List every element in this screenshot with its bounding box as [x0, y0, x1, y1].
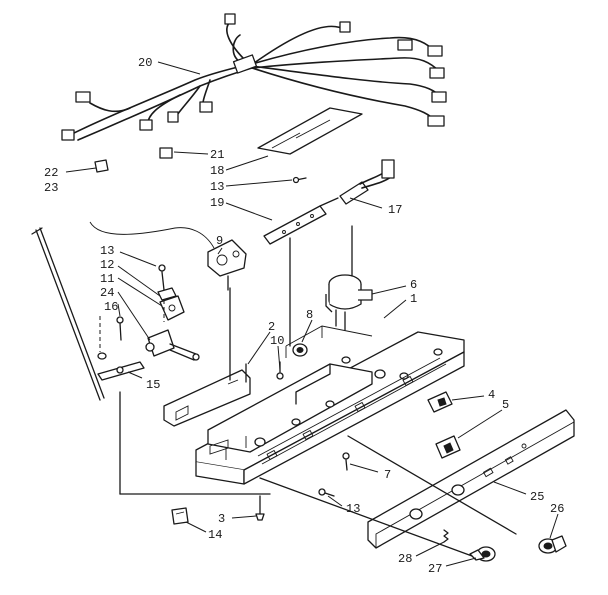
- clip-15: [97, 352, 145, 381]
- callout-5: 5: [502, 398, 509, 412]
- relay-6: [325, 274, 373, 331]
- knob-27: [469, 546, 496, 562]
- callout-10: 10: [270, 334, 284, 348]
- callout-3: 3: [218, 512, 225, 526]
- wire-harness: [61, 13, 447, 141]
- callout-23: 23: [44, 181, 58, 195]
- callout-24: 24: [100, 286, 114, 300]
- screw-nut-bracket: [157, 264, 185, 321]
- callout-17: 17: [388, 203, 402, 217]
- rod-23: [31, 159, 109, 401]
- control-housing: [195, 325, 465, 485]
- callout-13-top: 13: [210, 180, 224, 194]
- callout-22: 22: [44, 166, 58, 180]
- switch-5: [435, 435, 461, 459]
- tube-19: [263, 197, 339, 245]
- callout-20: 20: [138, 56, 152, 70]
- sensor-17: [339, 159, 395, 209]
- switch-4: [427, 391, 453, 413]
- callout-18: 18: [210, 164, 224, 178]
- callout-27: 27: [428, 562, 442, 576]
- clip-21: [159, 147, 173, 159]
- clip-14: [171, 507, 189, 525]
- screw-13-top: [292, 176, 307, 184]
- callout-21: 21: [210, 148, 224, 162]
- knob-26: [538, 535, 567, 554]
- screw-7: [342, 452, 350, 471]
- control-panel-25: [367, 409, 575, 549]
- grommet-8: [292, 343, 308, 357]
- callout-16: 16: [104, 300, 118, 314]
- callout-2: 2: [268, 320, 275, 334]
- callout-26: 26: [550, 502, 564, 516]
- callout-1: 1: [410, 292, 417, 306]
- callout-4: 4: [488, 388, 495, 402]
- spring-28: [443, 529, 449, 543]
- callout-13-bottom: 13: [346, 502, 360, 516]
- callout-14: 14: [208, 528, 222, 542]
- leaders: [65, 61, 559, 567]
- callout-12: 12: [100, 258, 114, 272]
- callout-25: 25: [530, 490, 544, 504]
- bracket-2: [163, 363, 251, 427]
- callout-6: 6: [410, 278, 417, 292]
- callout-13-mid: 13: [100, 244, 114, 258]
- callout-7: 7: [384, 468, 391, 482]
- callout-labels: 20 21 18 13 19 17 9 22 23 13 12 11 24 16…: [44, 56, 564, 576]
- callout-28: 28: [398, 552, 412, 566]
- shaft-24: [145, 329, 200, 361]
- callout-8: 8: [306, 308, 313, 322]
- callout-11: 11: [100, 272, 114, 286]
- screw-13-bottom: [318, 488, 335, 497]
- screw-16: [116, 316, 124, 341]
- screw-3: [255, 495, 265, 521]
- cover-plate: [257, 107, 363, 155]
- callout-9: 9: [216, 234, 223, 248]
- thermostat-9: [89, 221, 247, 291]
- assembly-lines: [119, 225, 517, 557]
- callout-15: 15: [146, 378, 160, 392]
- callout-19: 19: [210, 196, 224, 210]
